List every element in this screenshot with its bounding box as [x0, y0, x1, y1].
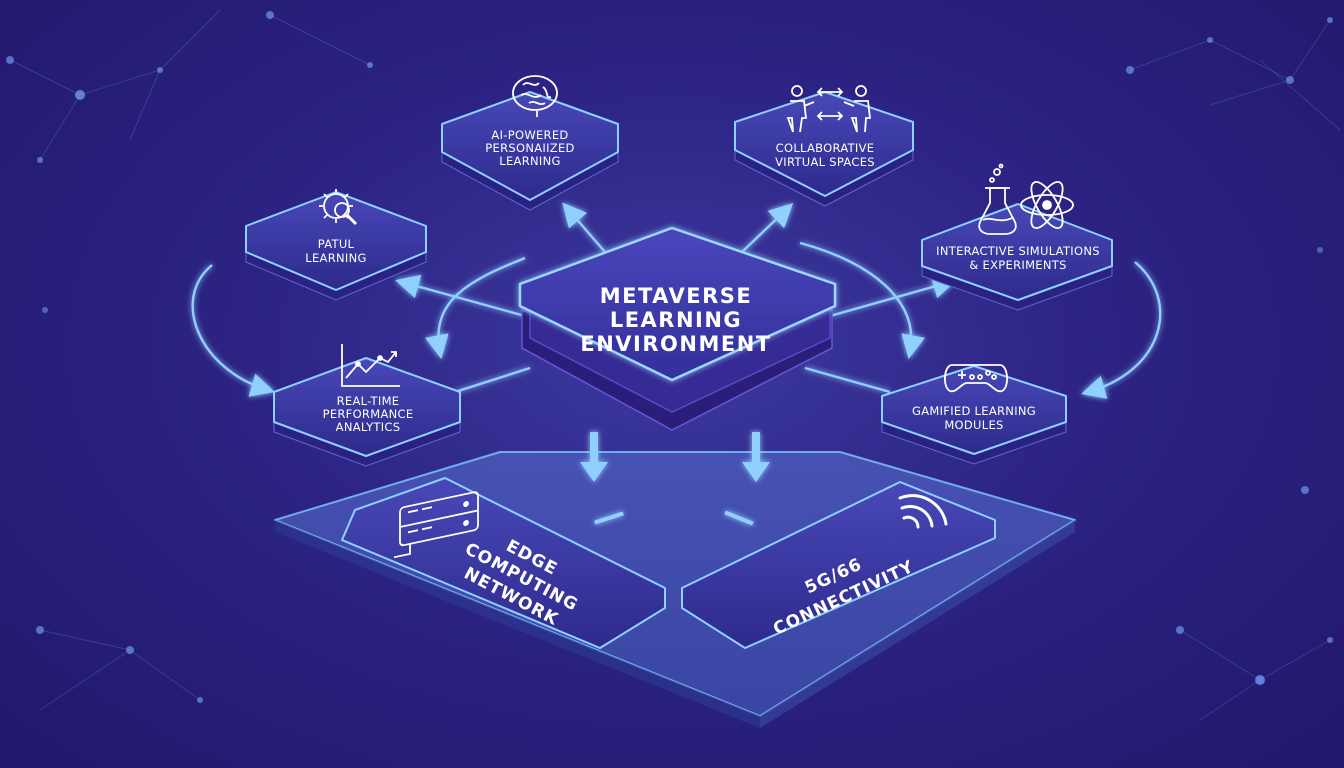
down-arrows — [580, 432, 770, 526]
people-exchange-icon — [786, 85, 872, 133]
server-icon — [394, 491, 479, 559]
analytics-label-line2: PERFORMANCE — [323, 407, 414, 421]
arc-left-outer — [191, 264, 275, 397]
base-platform — [274, 451, 1076, 728]
line-to-ai — [562, 202, 606, 253]
node-simulations: INTERACTIVE SIMULATIONS & EXPERIMENTS — [921, 163, 1113, 311]
sim-label-line2: & EXPERIMENTS — [969, 258, 1066, 272]
adaptive-label-line1: PATUL — [318, 237, 355, 251]
flask-atom-icon — [978, 163, 1074, 235]
arc-left-inner — [425, 256, 526, 360]
ai-label-line2: PERSONAIIZED — [485, 141, 574, 155]
gamified-label-line1: GAMIFIED LEARNING — [912, 404, 1036, 418]
node-analytics: REAL-TIME PERFORMANCE ANALYTICS — [273, 344, 461, 467]
center-title-line1: METAVERSE — [600, 284, 753, 308]
line-to-sim — [829, 275, 957, 318]
collab-label-line1: COLLABORATIVE — [776, 141, 875, 155]
line-to-gamified — [804, 366, 891, 394]
connectors — [191, 202, 1162, 399]
analytics-label-line1: REAL-TIME — [337, 394, 400, 408]
node-adaptive: PATUL LEARNING — [245, 189, 427, 301]
edge-computing-panel: EDGE COMPUTING NETWORK — [341, 477, 666, 649]
wifi-signal-icon — [898, 494, 948, 529]
gear-magnifier-icon — [319, 189, 358, 226]
center-node: METAVERSE LEARNING ENVIRONMENT — [518, 226, 837, 431]
arc-right-inner — [799, 241, 925, 360]
center-title-line2: LEARNING — [610, 308, 742, 332]
line-to-adaptive — [395, 274, 526, 318]
gamepad-icon — [944, 364, 1008, 393]
ai-label-line3: LEARNING — [499, 154, 560, 168]
collab-label-line2: VIRTUAL SPACES — [775, 155, 875, 169]
brain-icon — [512, 75, 558, 117]
line-to-analytics — [454, 366, 531, 394]
gamified-label-line2: MODULES — [944, 418, 1003, 432]
adaptive-label-line2: LEARNING — [305, 251, 366, 265]
center-title-line3: ENVIRONMENT — [580, 332, 771, 356]
analytics-label-line3: ANALYTICS — [336, 420, 401, 434]
node-gamified: GAMIFIED LEARNING MODULES — [881, 364, 1067, 465]
background-network — [6, 9, 1341, 721]
sim-label-line1: INTERACTIVE SIMULATIONS — [936, 244, 1100, 258]
line-chart-icon — [341, 344, 400, 387]
node-ai-personalized: AI-POWERED PERSONAIIZED LEARNING — [441, 75, 619, 211]
ai-label-line1: AI-POWERED — [491, 128, 568, 142]
arc-right-outer — [1081, 261, 1162, 399]
line-to-collab — [741, 203, 794, 253]
node-collaborative: COLLABORATIVE VIRTUAL SPACES — [734, 85, 914, 207]
